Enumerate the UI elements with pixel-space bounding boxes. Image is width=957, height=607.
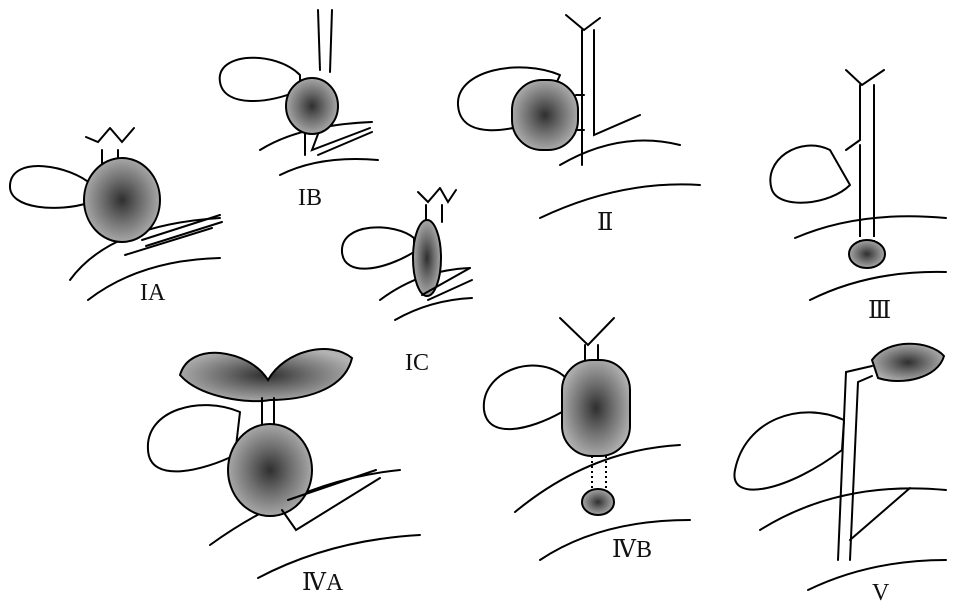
label-ia: IA	[140, 280, 166, 306]
cyst	[286, 78, 338, 134]
cyst	[84, 158, 160, 242]
type-ic-figure: IC	[342, 188, 472, 376]
intrahepatic-cyst	[872, 344, 944, 381]
bile-duct	[560, 318, 614, 365]
label-iii: Ⅲ	[868, 298, 891, 324]
label-iva: ⅣA	[302, 570, 344, 596]
duodenum-curve	[560, 141, 680, 166]
label-ii: Ⅱ	[597, 210, 613, 236]
type-v-figure: V	[734, 344, 946, 606]
type-ia-figure: IA	[10, 128, 222, 306]
cyst	[562, 360, 630, 456]
duodenum-curve	[540, 184, 700, 218]
type-iva-figure: ⅣA	[148, 349, 420, 596]
choledochocele	[582, 489, 614, 515]
cyst	[228, 424, 312, 516]
label-ic: IC	[405, 350, 429, 376]
duodenum-curve	[795, 216, 946, 238]
bile-duct	[838, 366, 910, 560]
bile-duct	[846, 70, 884, 235]
type-ivb-figure: ⅣB	[484, 318, 690, 563]
type-iii-figure: Ⅲ	[770, 70, 946, 324]
intrahepatic-cyst	[180, 349, 352, 401]
cyst	[512, 80, 578, 150]
type-ib-figure: IB	[220, 10, 378, 211]
cyst	[413, 220, 441, 296]
bile-duct	[418, 188, 456, 222]
bile-duct	[318, 10, 332, 72]
gallbladder	[148, 405, 240, 471]
gallbladder	[484, 366, 568, 430]
label-ib: IB	[298, 185, 322, 211]
label-v: V	[872, 580, 890, 606]
duodenum-curve	[280, 159, 378, 175]
duodenum-curve	[810, 272, 946, 300]
gallbladder	[770, 146, 850, 203]
duodenum-curve	[395, 298, 472, 320]
bile-duct	[566, 15, 640, 165]
gallbladder	[734, 412, 844, 489]
type-ii-figure: Ⅱ	[458, 15, 700, 236]
cyst	[849, 240, 885, 268]
label-ivb: ⅣB	[612, 537, 652, 563]
gallbladder	[10, 166, 92, 208]
gallbladder	[342, 227, 414, 268]
